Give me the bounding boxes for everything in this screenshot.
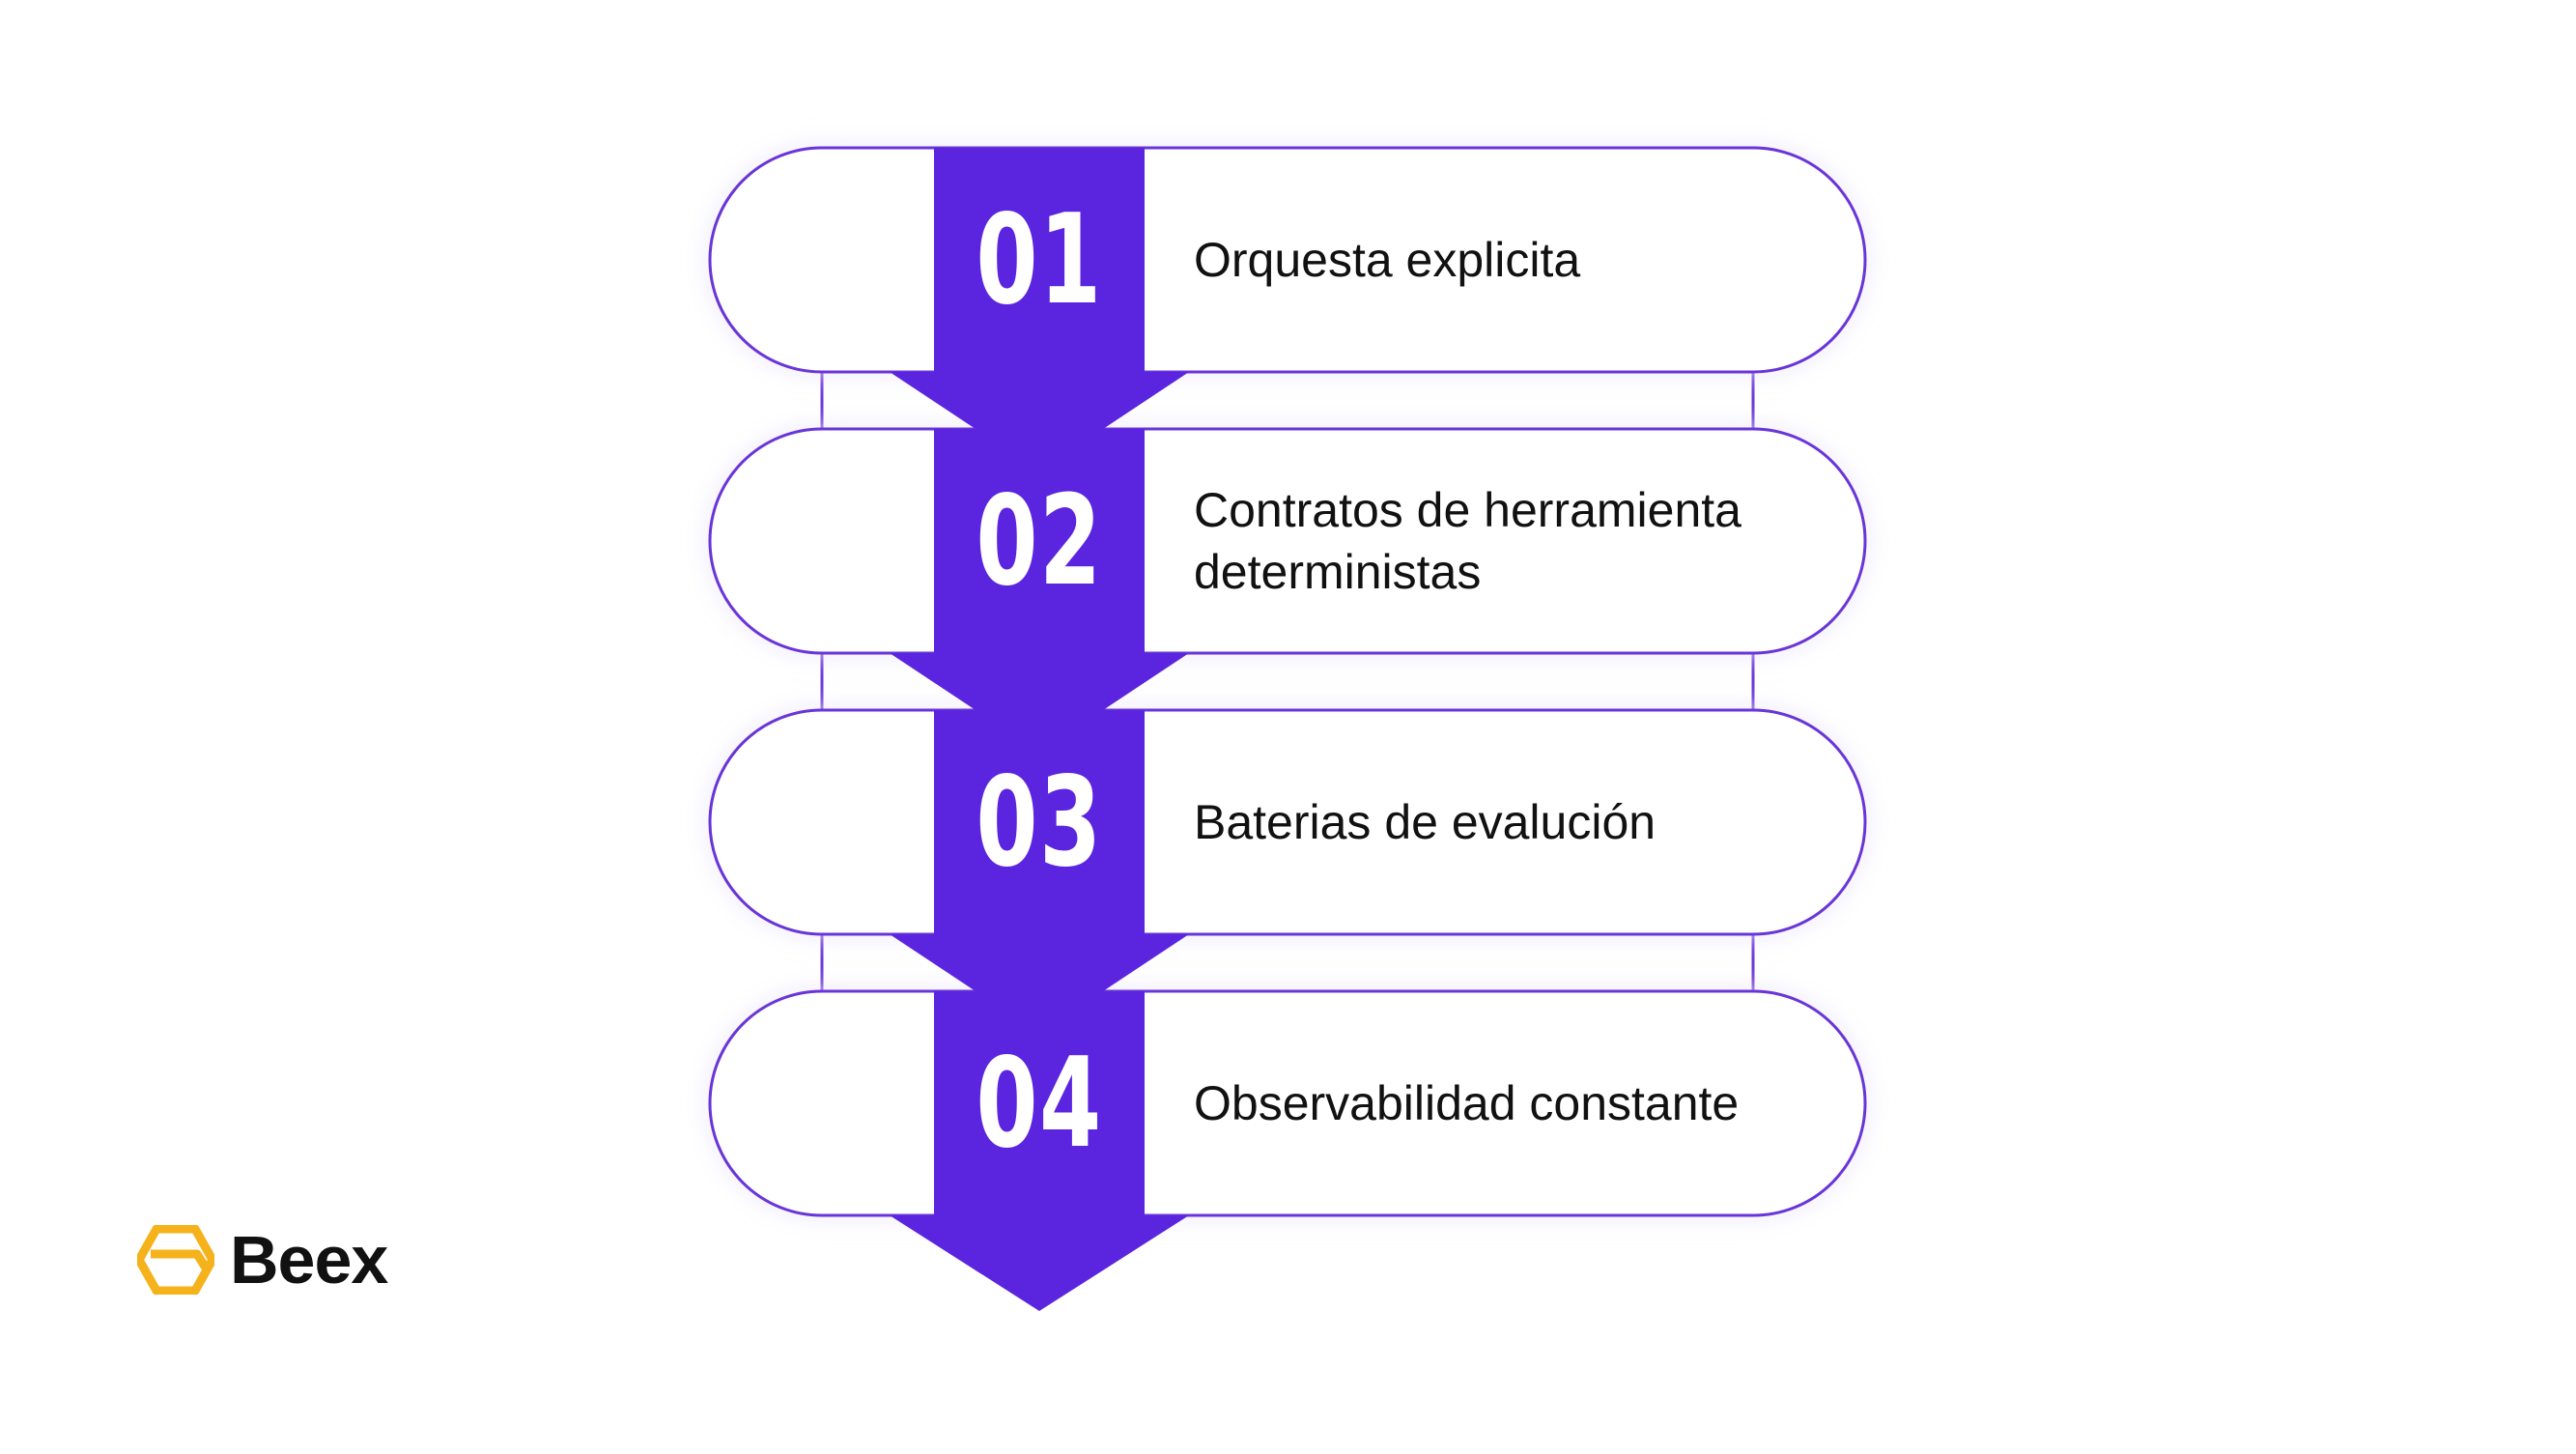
step-label-4: Observabilidad constante — [1194, 1076, 1740, 1130]
step-arrow-2 — [890, 429, 1189, 710]
step-label-3: Baterias de evalución — [1194, 795, 1656, 849]
hexagon-logo-icon — [137, 1225, 214, 1295]
step-label-2-container: Contratos de herramienta deterministas — [1194, 429, 1812, 653]
step-label-1-container: Orquesta explicita — [1194, 148, 1812, 372]
brand-name: Beex — [230, 1222, 388, 1297]
step-label-2: Contratos de herramienta deterministas — [1194, 483, 1741, 599]
step-number-1: 01 — [976, 187, 1103, 332]
step-arrow-4 — [890, 991, 1189, 1311]
brand-logo: Beex — [137, 1219, 388, 1300]
step-number-2: 02 — [976, 469, 1103, 613]
step-number-4: 04 — [976, 1031, 1103, 1176]
step-arrow-3 — [890, 710, 1189, 991]
pill-connectors — [820, 373, 1755, 991]
step-label-1: Orquesta explicita — [1194, 233, 1581, 287]
step-arrow-1 — [890, 148, 1189, 429]
step-number-3: 03 — [976, 750, 1103, 895]
step-label-4-container: Observabilidad constante — [1194, 991, 1812, 1215]
step-label-3-container: Baterias de evalución — [1194, 710, 1812, 934]
